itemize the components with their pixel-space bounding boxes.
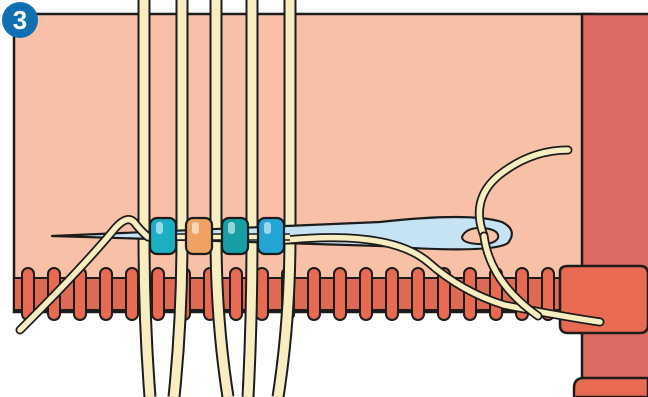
loom-frame-right [582, 14, 648, 397]
bead-orange [186, 218, 212, 254]
coil-rib [100, 268, 112, 320]
bead-dark-teal [222, 218, 248, 254]
bead-blue [258, 218, 284, 254]
background-panel [14, 14, 594, 312]
warp-thread [144, 0, 150, 397]
coil-rib [126, 268, 138, 320]
bead-teal [150, 218, 176, 254]
warp-thread [248, 0, 252, 397]
coil-rib [412, 268, 424, 320]
coil-rib [334, 268, 346, 320]
coil-rib [386, 268, 398, 320]
coil-end-cap-lower [574, 378, 648, 397]
coil-rib [360, 268, 372, 320]
coil-rib [230, 268, 242, 320]
coil-rib [152, 268, 164, 320]
step-number-badge: 3 [2, 2, 38, 38]
coil-rib [308, 268, 320, 320]
